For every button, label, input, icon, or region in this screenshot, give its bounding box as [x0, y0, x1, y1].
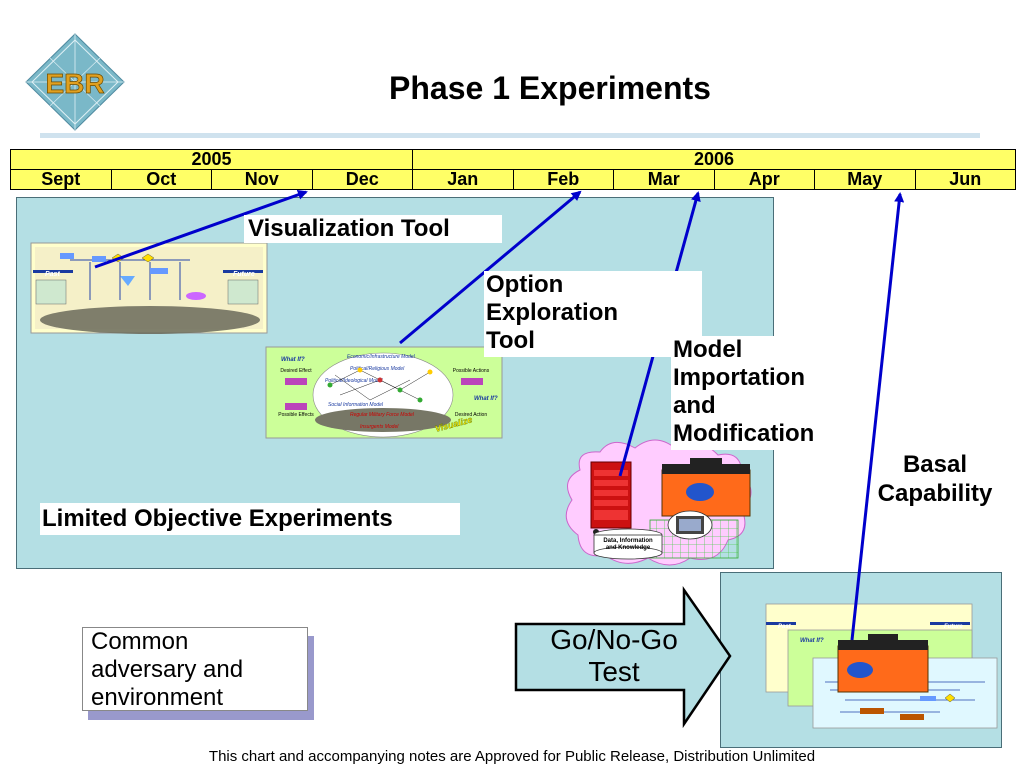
year-2005-cell: 2005 [10, 149, 413, 170]
model-name: Social Information Model [328, 402, 384, 408]
month-cell: Nov [211, 169, 313, 190]
month-cell: Mar [613, 169, 715, 190]
month-cell: Apr [713, 169, 815, 190]
timeline-months-row: Sept Oct Nov Dec Jan Feb Mar Apr May Jun [10, 169, 1016, 190]
desired-effect-label: Desired Effect [280, 368, 312, 374]
visualization-tool-label: Visualization Tool [244, 215, 502, 243]
month-cell: Oct [110, 169, 212, 190]
basal-line: Capability [877, 480, 993, 507]
future-label-2: Future [944, 624, 963, 630]
go-no-go-line: Go/No-Go [550, 624, 678, 655]
month-cell: Jun [914, 169, 1016, 190]
possible-effects-label: Possible Effects [278, 412, 314, 418]
desired-action-label: Desired Action [455, 412, 487, 418]
month-cell: May [814, 169, 916, 190]
model-importation-label: Model Importation and Modification [671, 336, 843, 450]
common-line: adversary and [91, 656, 244, 683]
what-if-label-2: What If? [474, 396, 498, 402]
ebr-logo: EBR [25, 33, 125, 131]
go-no-go-label: Go/No-Go Test [524, 624, 704, 688]
month-cell: Sept [10, 169, 112, 190]
option-exploration-label: Option Exploration Tool [484, 271, 702, 357]
model-name: Political/Religious Model [350, 366, 405, 372]
go-no-go-arrow [514, 586, 732, 729]
connector-arrow [399, 190, 582, 345]
timeline-years-row: 2005 2006 [10, 149, 1016, 170]
what-if-label-3: What If? [800, 638, 824, 644]
model-line: Modification [673, 420, 815, 447]
model-line: and [673, 392, 716, 419]
limited-objective-label: Limited Objective Experiments [40, 503, 460, 535]
model-name: Insurgents Model [360, 424, 399, 430]
common-line: Common [91, 628, 189, 655]
past-label: Past [45, 271, 60, 278]
option-line: Option [486, 271, 564, 298]
page-title: Phase 1 Experiments [389, 70, 711, 106]
month-cell: Dec [311, 169, 413, 190]
data-info-label: and Knowledge [606, 545, 651, 551]
past-label-2: Past [778, 624, 792, 630]
month-cell: Jan [412, 169, 514, 190]
common-line: environment [91, 684, 224, 711]
basal-capability-label: Basal Capability [862, 450, 1008, 508]
model-line: Importation [673, 364, 805, 391]
go-no-go-line: Test [588, 656, 640, 687]
option-exploration-thumbnail: What If? Desired Effect Possible Effects… [265, 346, 503, 439]
what-if-label: What If? [281, 357, 305, 363]
common-adversary-box: Common adversary and environment [82, 627, 308, 711]
logo-text: EBR [45, 68, 104, 99]
future-label: Future [233, 271, 255, 278]
data-info-label: Data, Information [603, 538, 653, 544]
visualization-thumbnail: Past Future [30, 242, 268, 334]
connector-arrow [850, 192, 905, 641]
option-line: Tool [486, 327, 535, 354]
possible-actions-label: Possible Actions [453, 368, 490, 374]
footer-note: This chart and accompanying notes are Ap… [208, 748, 816, 765]
month-cell: Feb [512, 169, 614, 190]
title-divider [40, 133, 980, 138]
model-line: Model [673, 336, 743, 363]
model-name: Economic/Infrastructure Model [347, 354, 416, 360]
basal-line: Basal [902, 451, 968, 478]
model-name: Regular Military Force Model [350, 412, 415, 418]
basal-capability-graphic: Past Future What If? [765, 603, 998, 729]
timeline-table: 2005 2006 Sept Oct Nov Dec Jan Feb Mar A… [10, 149, 1016, 190]
model-name: Political/Ideological Model [325, 378, 383, 384]
connector-arrow [94, 189, 308, 269]
model-importation-graphic: Data, Information and Knowledge [565, 439, 752, 566]
option-line: Exploration [486, 299, 619, 326]
